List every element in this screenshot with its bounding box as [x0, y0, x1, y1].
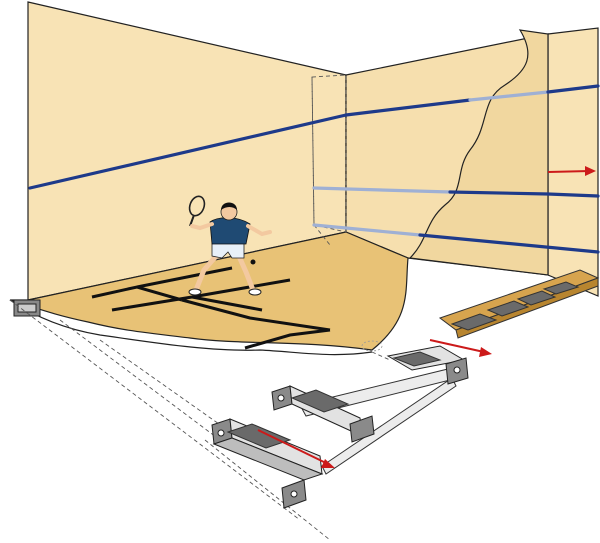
ball-icon — [250, 259, 256, 265]
racket-icon — [188, 195, 206, 227]
floor-cutaway-edge — [9, 299, 373, 356]
floor-court-lines — [91, 266, 331, 350]
arrow-right-icon — [257, 429, 335, 468]
court-floor — [9, 231, 409, 351]
rail-pad — [450, 281, 580, 331]
floor-mark — [361, 340, 383, 352]
right-wall-panel — [547, 27, 599, 297]
arrow-right-icon — [547, 166, 596, 176]
squash-player-icon — [188, 195, 272, 296]
mechanism-block — [211, 418, 324, 481]
arrow-right-icon — [429, 339, 492, 357]
structural-dashed-lines — [311, 74, 347, 246]
mechanism-block — [281, 479, 307, 509]
slide-beam — [321, 377, 457, 475]
mechanism-block — [271, 385, 375, 443]
sliding-mechanism — [211, 345, 469, 509]
left-wall-base-bracket — [13, 299, 41, 317]
mechanism-block — [386, 345, 469, 385]
guide-dashed-lines — [9, 299, 391, 541]
right-base-rail — [438, 269, 600, 339]
wall-play-lines — [28, 84, 600, 254]
